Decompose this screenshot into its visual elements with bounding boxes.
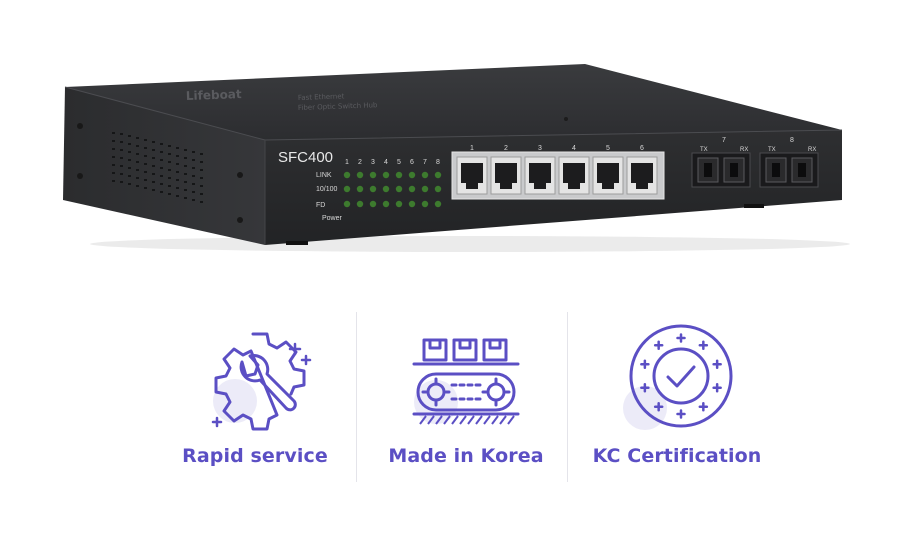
status-led <box>421 200 429 208</box>
feature-icon-container <box>406 322 526 432</box>
led-number: 1 <box>345 159 349 166</box>
led-number: 2 <box>358 159 362 166</box>
led-row-label: 10/100 <box>316 186 338 193</box>
rj45-port-number: 1 <box>470 145 474 152</box>
decorative-blob <box>213 379 257 423</box>
led-number: 6 <box>410 159 414 166</box>
status-led <box>356 185 364 193</box>
rj45-port-number: 4 <box>572 145 576 152</box>
fiber-rx-label: RX <box>740 147 748 153</box>
chassis-side <box>63 87 265 245</box>
status-led <box>408 185 416 193</box>
gear-wrench-icon <box>211 332 312 431</box>
led-number: 4 <box>384 159 388 166</box>
status-led <box>382 171 390 179</box>
brand-mark: Lifeboat <box>186 87 243 103</box>
rj45-port-number: 2 <box>504 145 508 152</box>
status-led <box>369 185 377 193</box>
led-panel: 1 2 3 4 5 6 7 8 LINK 10/100 FD Power <box>316 159 442 222</box>
rj45-port-block: 1 2 3 4 5 6 <box>451 145 665 200</box>
status-led <box>356 171 364 179</box>
product-photo: Lifeboat Fast Ethernet Fiber Optic Switc… <box>63 64 850 252</box>
fiber-port-number: 7 <box>722 137 726 144</box>
divider <box>356 312 357 482</box>
feature-rapid-service: Rapid service <box>150 312 360 482</box>
status-led <box>369 200 377 208</box>
feature-list: Rapid service <box>150 312 780 482</box>
status-led <box>369 171 377 179</box>
rj45-port-number: 6 <box>640 145 644 152</box>
led-number: 5 <box>397 159 401 166</box>
switch-device-illustration: Lifeboat Fast Ethernet Fiber Optic Switc… <box>63 64 850 252</box>
status-led <box>434 200 442 208</box>
power-label: Power <box>322 215 343 222</box>
certification-badge-icon <box>629 324 733 428</box>
led-number: 8 <box>436 159 440 166</box>
feature-icon-container <box>617 322 737 432</box>
status-led <box>408 200 416 208</box>
fiber-port-number: 8 <box>790 137 794 144</box>
status-led <box>382 200 390 208</box>
led-row-label: FD <box>316 202 325 209</box>
fiber-tx-label: TX <box>768 147 776 153</box>
feature-label: Rapid service <box>182 445 328 467</box>
led-number: 7 <box>423 159 427 166</box>
top-label-line1: Fast Ethernet <box>298 92 345 102</box>
rj45-port <box>490 156 522 195</box>
chassis-top <box>65 64 842 140</box>
feature-icon-container <box>195 322 315 432</box>
status-led <box>434 171 442 179</box>
side-vent <box>112 132 203 203</box>
status-led <box>382 185 390 193</box>
top-label-line2: Fiber Optic Switch Hub <box>298 101 378 112</box>
feature-label: KC Certification <box>592 445 762 467</box>
led-number: 3 <box>371 159 375 166</box>
led-row-label: LINK <box>316 172 332 179</box>
status-led <box>395 185 403 193</box>
status-led <box>421 171 429 179</box>
factory-conveyor-icon <box>412 338 520 425</box>
status-led <box>408 171 416 179</box>
rj45-port-number: 5 <box>606 145 610 152</box>
fiber-port-block: 7TX RX 8TX RX <box>691 137 819 188</box>
status-led <box>343 171 351 179</box>
rj45-port <box>592 156 624 195</box>
fiber-rx-label: RX <box>808 147 816 153</box>
feature-label: Made in Korea <box>388 445 544 467</box>
feature-made-in-korea: Made in Korea <box>361 312 571 482</box>
fiber-tx-label: TX <box>700 147 708 153</box>
status-led <box>395 171 403 179</box>
rj45-port-number: 3 <box>538 145 542 152</box>
status-led <box>356 200 364 208</box>
status-led <box>421 185 429 193</box>
rj45-port <box>558 156 590 195</box>
model-name: SFC400 <box>278 149 333 166</box>
rj45-port <box>456 156 488 195</box>
feature-kc-certification: KC Certification <box>572 312 782 482</box>
status-led <box>434 185 442 193</box>
rj45-port <box>524 156 556 195</box>
rj45-port <box>626 156 658 195</box>
fiber-port-group: 8TX RX <box>759 137 819 188</box>
fiber-port-group: 7TX RX <box>691 137 751 188</box>
status-led <box>343 200 351 208</box>
divider <box>567 312 568 482</box>
status-led <box>343 185 351 193</box>
status-led <box>395 200 403 208</box>
